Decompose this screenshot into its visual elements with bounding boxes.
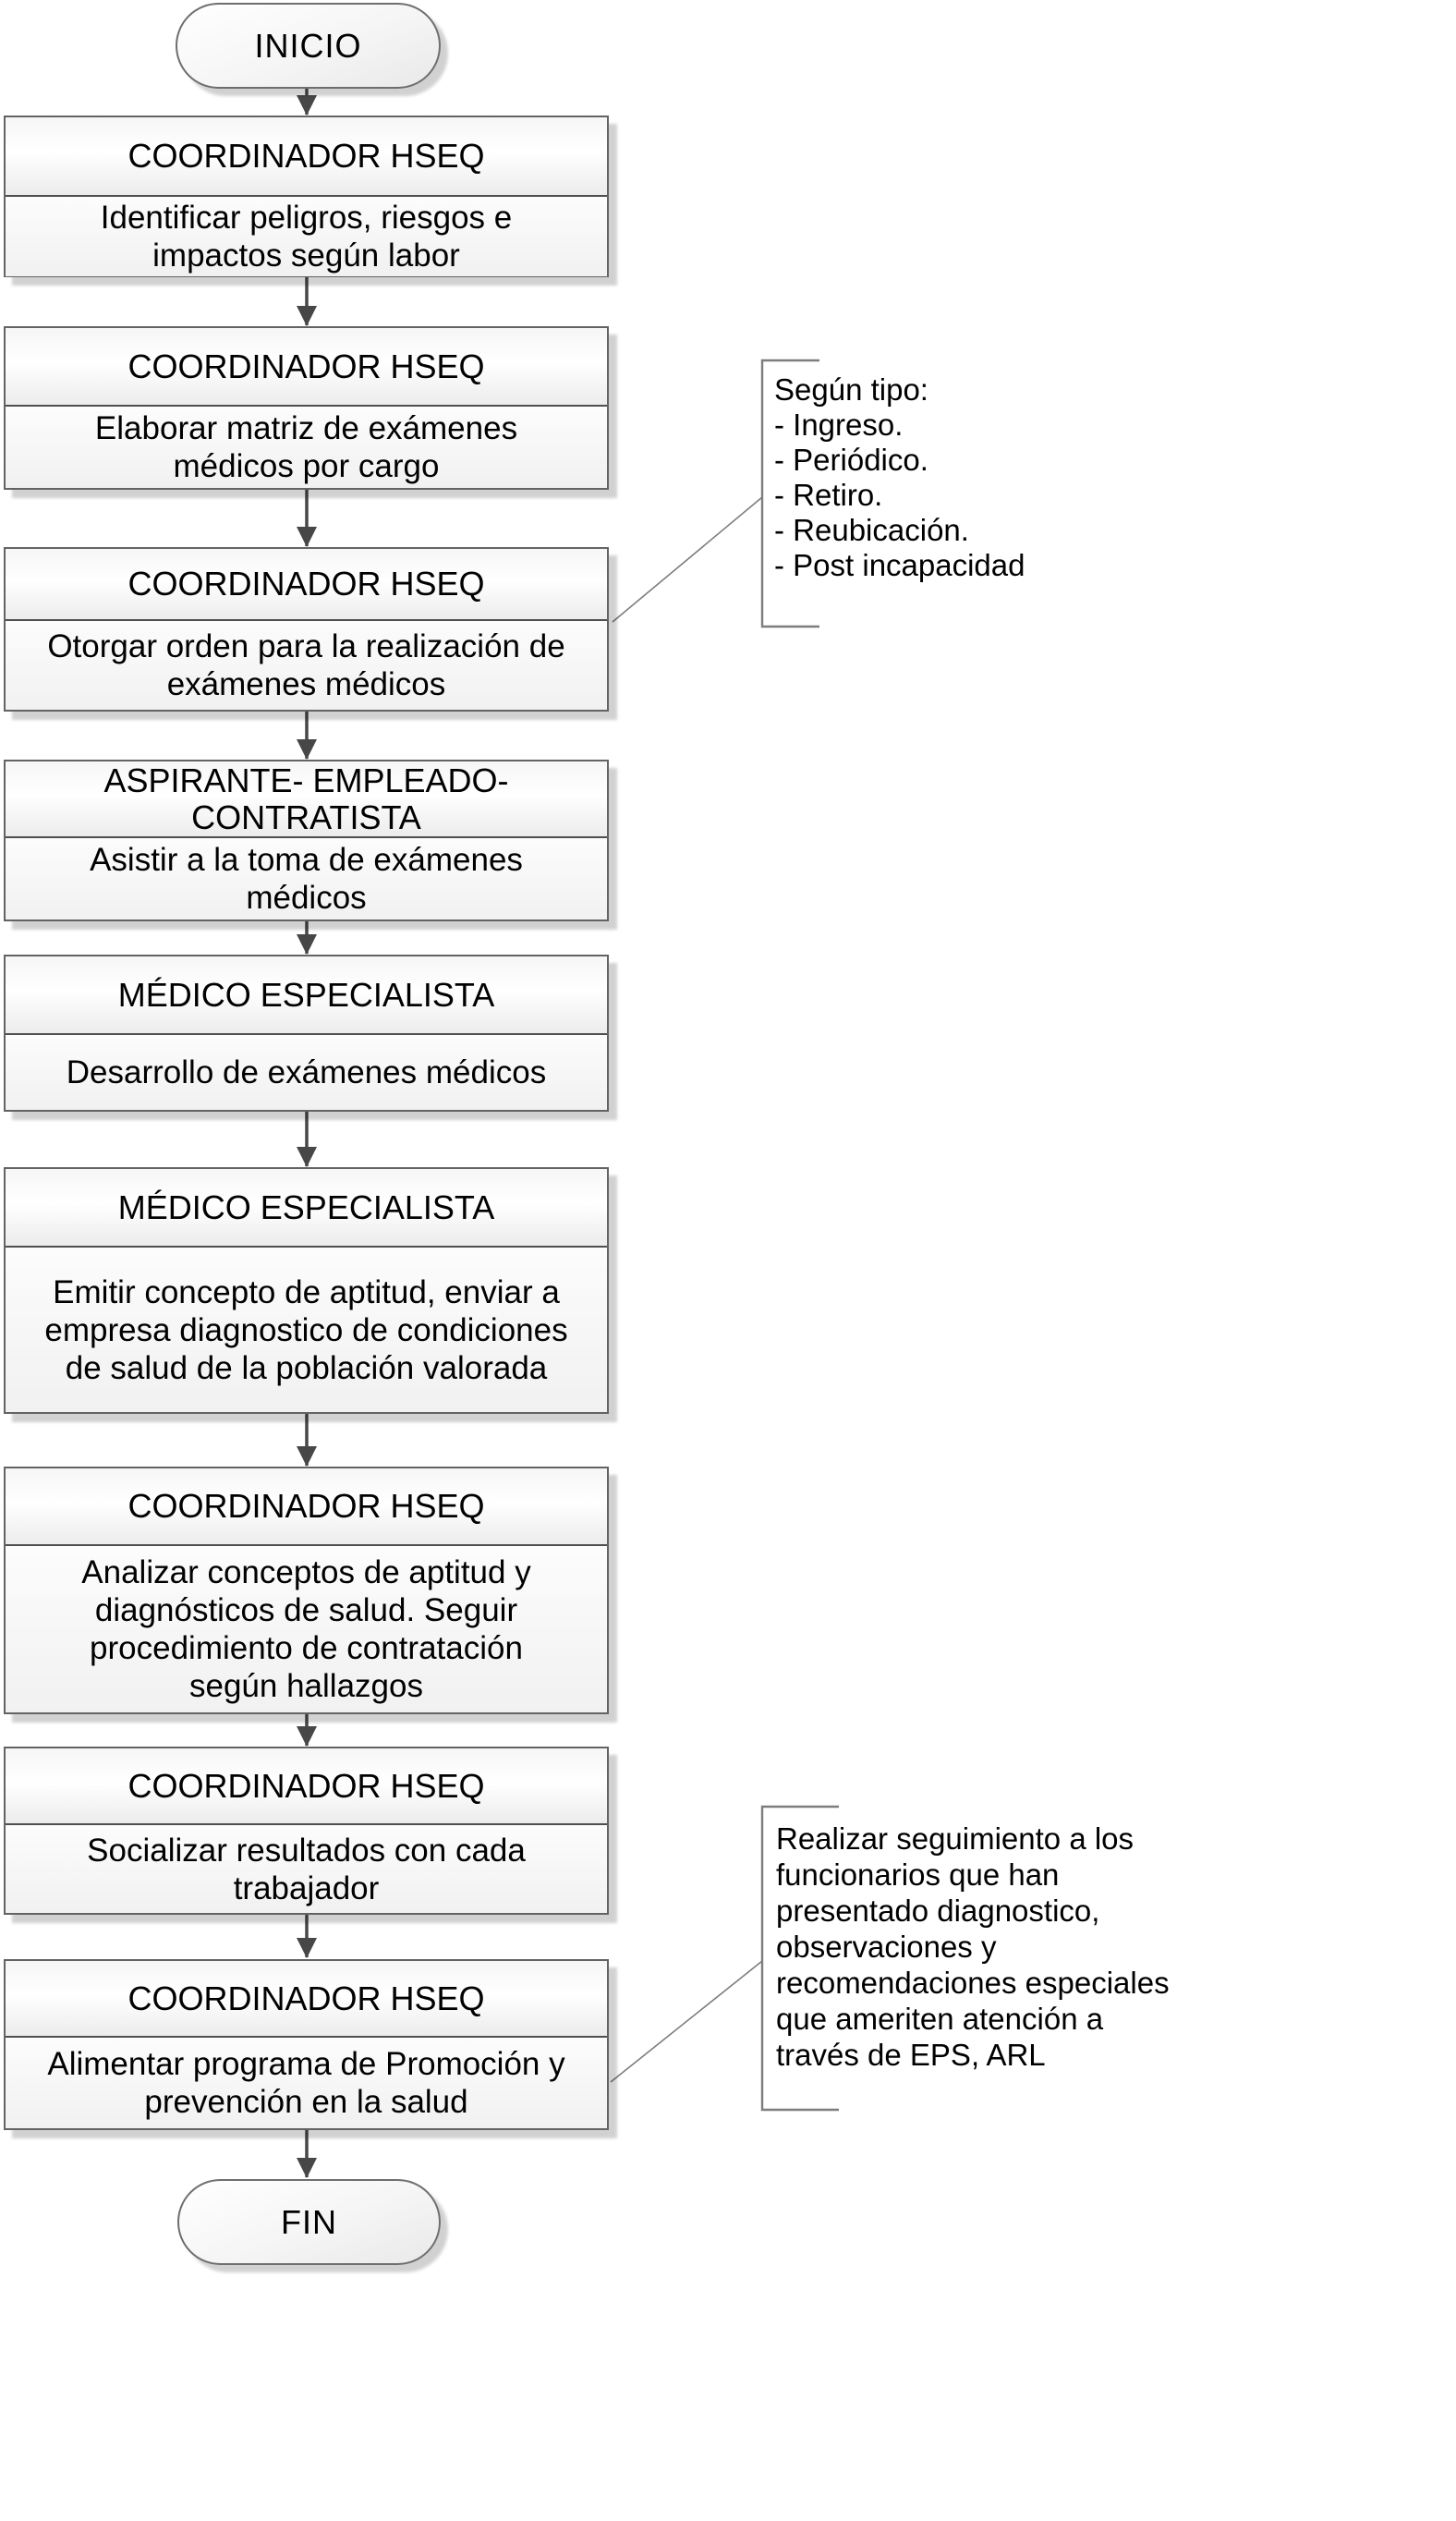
flow-step-role: COORDINADOR HSEQ <box>6 328 607 407</box>
flow-step-action: Asistir a la toma de exámenes médicos <box>6 838 607 919</box>
flow-step-box-3: COORDINADOR HSEQ Otorgar orden para la r… <box>4 547 609 712</box>
flow-step-role: COORDINADOR HSEQ <box>6 117 607 197</box>
flow-step-role: MÉDICO ESPECIALISTA <box>6 1169 607 1248</box>
flow-step-action: Emitir concepto de aptitud, enviar a emp… <box>6 1248 607 1412</box>
callout-bracket-exam-types <box>760 359 819 628</box>
callout-note-exam-types: Según tipo: - Ingreso. - Periódico. - Re… <box>774 372 1025 582</box>
flow-step-box-8: COORDINADOR HSEQ Socializar resultados c… <box>4 1747 609 1915</box>
flow-step-role: COORDINADOR HSEQ <box>6 1468 607 1546</box>
end-label: FIN <box>281 2202 337 2241</box>
flow-step-box-7: COORDINADOR HSEQ Analizar conceptos de a… <box>4 1467 609 1714</box>
end-terminator: FIN <box>177 2179 441 2265</box>
flow-step-box-6: MÉDICO ESPECIALISTA Emitir concepto de a… <box>4 1167 609 1414</box>
flow-step-box-5: MÉDICO ESPECIALISTA Desarrollo de exámen… <box>4 955 609 1112</box>
callout-line-follow-up <box>610 1960 763 2083</box>
flow-step-box-2: COORDINADOR HSEQ Elaborar matriz de exám… <box>4 326 609 490</box>
flow-step-action: Socializar resultados con cada trabajado… <box>6 1825 607 1913</box>
flow-step-action: Otorgar orden para la realización de exá… <box>6 621 607 710</box>
flow-step-action: Elaborar matriz de exámenes médicos por … <box>6 407 607 488</box>
flow-step-role: ASPIRANTE- EMPLEADO- CONTRATISTA <box>6 761 607 838</box>
start-terminator: INICIO <box>176 3 441 89</box>
callout-line-exam-types <box>612 496 763 623</box>
flow-step-action: Identificar peligros, riesgos e impactos… <box>6 197 607 276</box>
start-label: INICIO <box>254 26 362 65</box>
flow-step-role: COORDINADOR HSEQ <box>6 1961 607 2038</box>
flow-step-action: Alimentar programa de Promoción y preven… <box>6 2038 607 2128</box>
callout-bracket-follow-up <box>760 1805 839 2112</box>
flow-step-role: COORDINADOR HSEQ <box>6 549 607 621</box>
flow-step-action: Desarrollo de exámenes médicos <box>6 1035 607 1110</box>
flow-step-box-1: COORDINADOR HSEQ Identificar peligros, r… <box>4 116 609 277</box>
flow-step-box-4: ASPIRANTE- EMPLEADO- CONTRATISTA Asistir… <box>4 760 609 921</box>
flow-step-action: Analizar conceptos de aptitud y diagnóst… <box>6 1546 607 1712</box>
flow-step-role: COORDINADOR HSEQ <box>6 1748 607 1825</box>
flow-step-role: MÉDICO ESPECIALISTA <box>6 956 607 1035</box>
callout-note-follow-up: Realizar seguimiento a los funcionarios … <box>776 1821 1170 2072</box>
flow-step-box-9: COORDINADOR HSEQ Alimentar programa de P… <box>4 1959 609 2130</box>
